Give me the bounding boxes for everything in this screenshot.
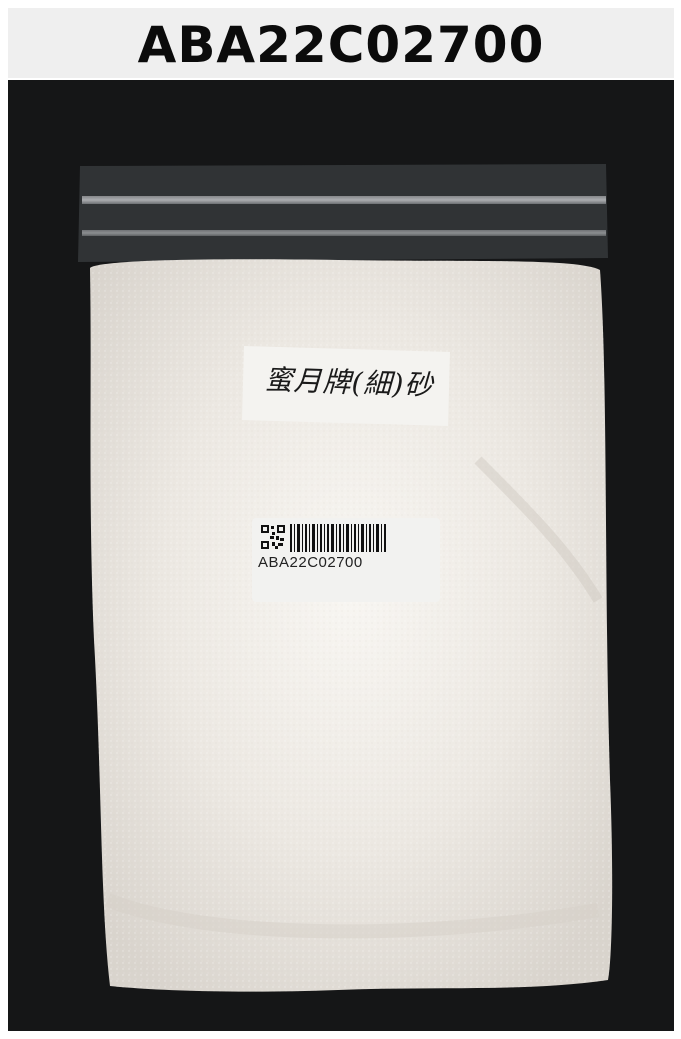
barcode-label: ABA22C02700 <box>254 520 439 600</box>
bag-top-flap <box>78 164 608 262</box>
note-paper <box>242 346 450 426</box>
zip-seal <box>82 196 606 204</box>
qr-code-icon <box>260 524 286 550</box>
handwritten-note-text: 蜜月牌(細)砂 <box>264 363 434 402</box>
barcode-icon <box>290 524 386 552</box>
bag-fold <box>474 456 603 603</box>
bag-fold-bottom <box>105 893 600 939</box>
handwritten-note: 蜜月牌(細)砂 <box>243 340 456 425</box>
sugar-bag-illustration <box>78 164 613 992</box>
sugar-texture <box>90 259 613 992</box>
product-photo: 蜜月牌(細)砂 <box>8 80 674 1031</box>
zip-seal-lower <box>82 230 606 236</box>
sample-id-title: ABA22C02700 <box>137 16 545 74</box>
header-band: ABA22C02700 <box>8 8 674 78</box>
barcode-code-text: ABA22C02700 <box>258 554 363 571</box>
